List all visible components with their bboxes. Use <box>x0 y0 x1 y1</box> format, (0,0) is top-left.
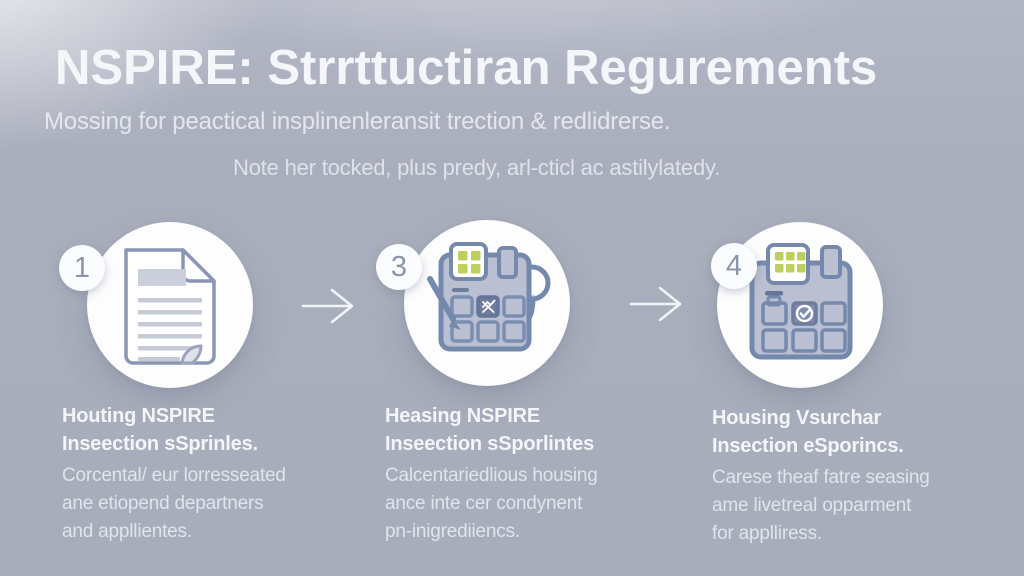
heading-line: Heasing NSPIRE <box>385 405 541 427</box>
body-line: ance inte cer condynent <box>385 493 583 514</box>
step-1-heading: Houting NSPIRE Inseection sSprinles. <box>62 402 362 458</box>
arrow-right-icon <box>627 284 685 329</box>
step-1-circle <box>87 222 253 388</box>
step-number-badge: 1 <box>59 245 105 291</box>
step-4-heading: Housing Vsurchar Insection eSporincs. <box>712 404 1012 460</box>
step-3-text: Heasing NSPIRE Inseection sSporlintes Ca… <box>385 402 685 546</box>
heading-line: Insection eSporincs. <box>712 435 904 457</box>
step-1-body: Corcental/ eur lorresseated ane etiopend… <box>62 462 362 546</box>
step-number-badge: 3 <box>376 244 422 290</box>
step-4-text: Housing Vsurchar Insection eSporincs. Ca… <box>712 404 1012 548</box>
step-3-circle <box>404 220 570 386</box>
step-number-badge: 4 <box>711 243 757 289</box>
subtitle-line-1: Mossing for peactical insplinenleransit … <box>44 108 671 135</box>
body-line: Calcentariedlious housing <box>385 465 598 486</box>
calendar-checkmark-icon <box>730 235 870 376</box>
arrow-right-icon <box>299 286 357 331</box>
body-line: for applliress. <box>712 523 822 544</box>
step-3-body: Calcentariedlious housing ance inte cer … <box>385 462 685 546</box>
body-line: Corcental/ eur lorresseated <box>62 465 286 486</box>
step-4-body: Carese theaf fatre seasing ame livetreal… <box>712 464 1012 548</box>
body-line: ane etiopend departners <box>62 493 264 514</box>
page-title: NSPIRE: Strrttuctiran Regurements <box>55 41 878 95</box>
body-line: Carese theaf fatre seasing <box>712 467 930 488</box>
heading-line: Inseection sSprinles. <box>62 433 258 455</box>
heading-line: Houting NSPIRE <box>62 405 215 427</box>
heading-line: Housing Vsurchar <box>712 407 882 429</box>
subtitle-line-2: Note her tocked, plus predy, arl-cticl a… <box>233 155 721 180</box>
step-3-heading: Heasing NSPIRE Inseection sSporlintes <box>385 402 685 458</box>
inspection-checklist-icon <box>411 231 563 376</box>
body-line: pn-inigrediiencs. <box>385 521 520 542</box>
document-icon <box>109 238 231 373</box>
heading-line: Inseection sSporlintes <box>385 433 594 455</box>
body-line: and appllientes. <box>62 521 192 542</box>
body-line: ame livetreal opparment <box>712 495 912 516</box>
step-1-text: Houting NSPIRE Inseection sSprinles. Cor… <box>62 402 362 546</box>
